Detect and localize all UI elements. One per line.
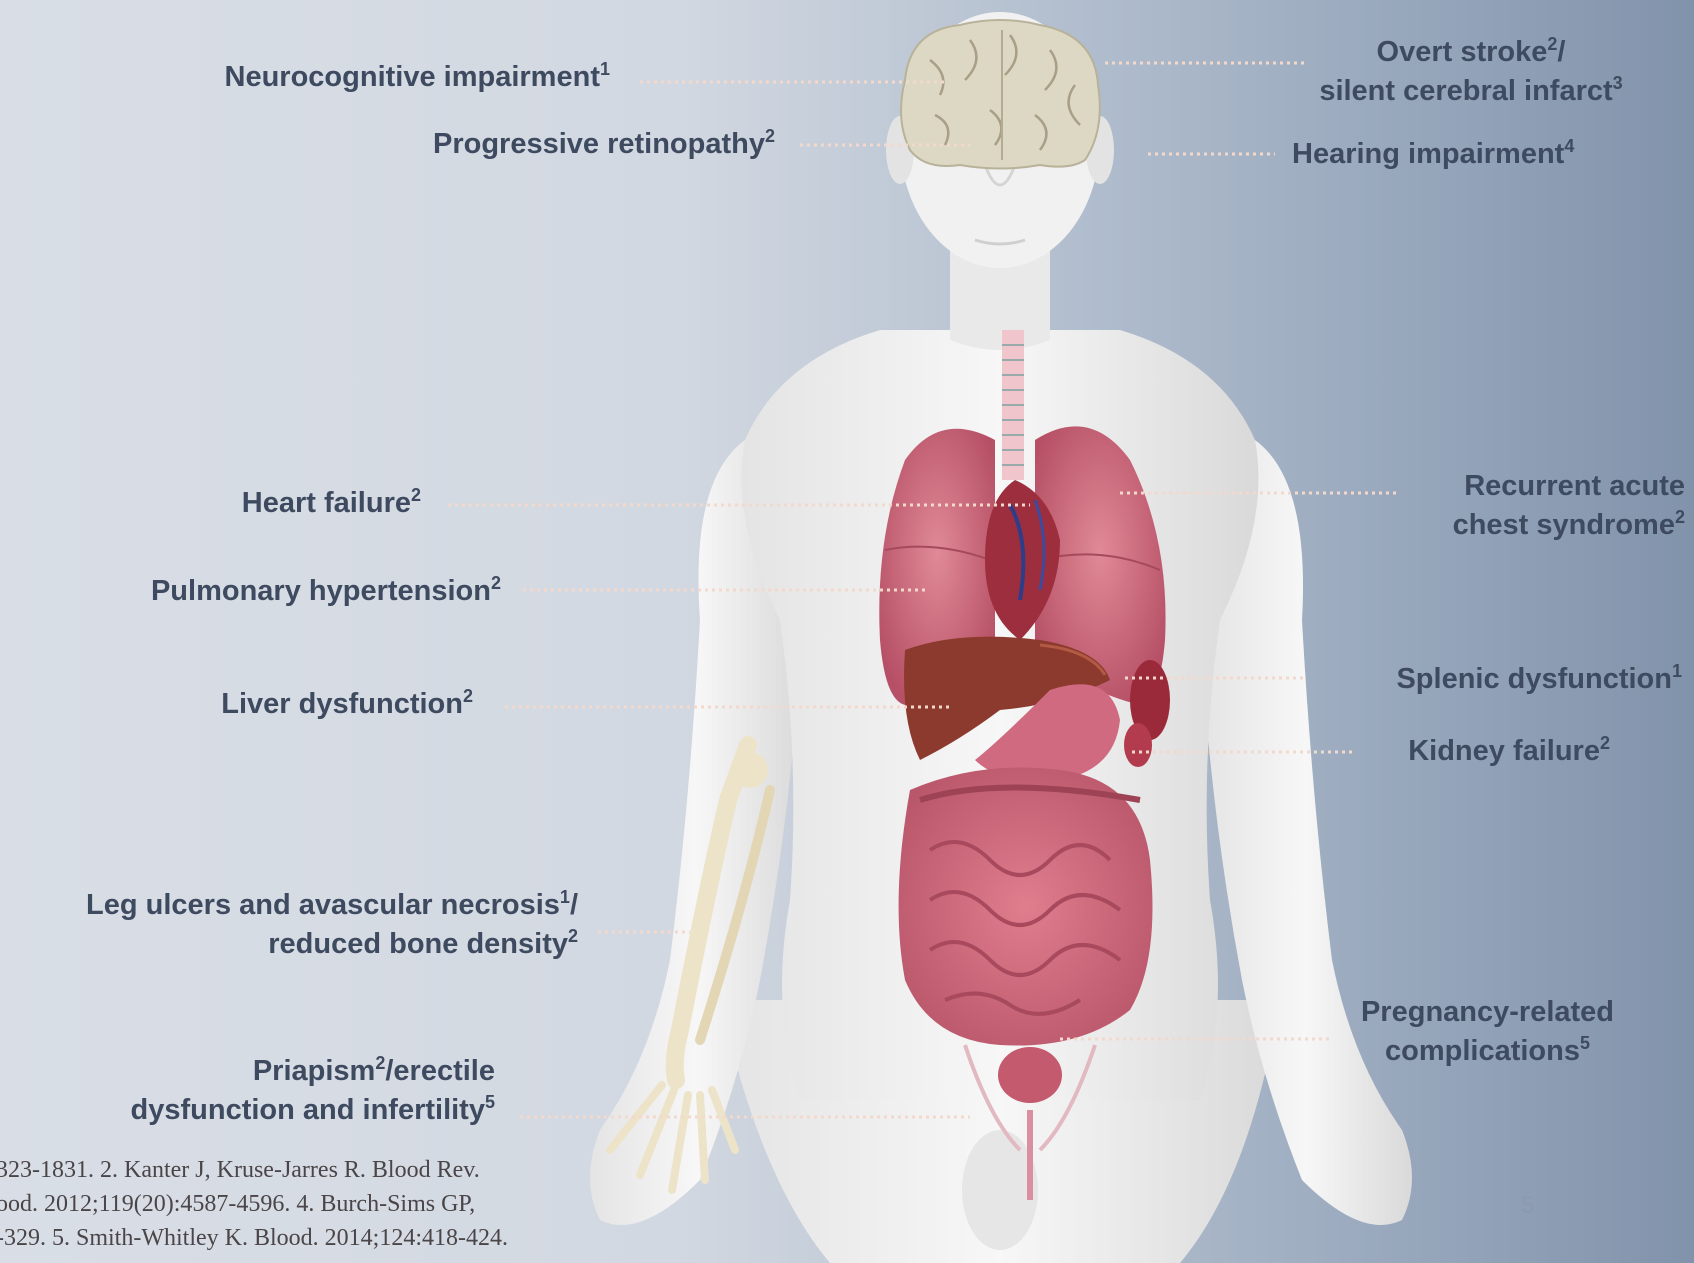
label-neurocognitive-impairment: Neurocognitive impairment1 <box>225 58 610 97</box>
label-progressive-retinopathy: Progressive retinopathy2 <box>433 125 775 164</box>
trachea-icon <box>1002 330 1024 480</box>
label-leg-ulcers: Leg ulcers and avascular necrosis1/ redu… <box>86 886 578 964</box>
label-overt-stroke: Overt stroke2/ silent cerebral infarct3 <box>1298 33 1644 111</box>
references: 323-1831. 2. Kanter J, Kruse-Jarres R. B… <box>0 1153 508 1255</box>
label-heart-failure: Heart failure2 <box>242 484 421 523</box>
kidney-icon <box>1124 723 1152 767</box>
label-hearing-impairment: Hearing impairment4 <box>1292 135 1574 174</box>
label-chest-syndrome: Recurrent acute chest syndrome2 <box>1453 467 1685 545</box>
reference-line: ood. 2012;119(20):4587-4596. 4. Burch-Si… <box>0 1187 508 1221</box>
label-priapism: Priapism2/erectile dysfunction and infer… <box>131 1052 495 1130</box>
reference-line: -329. 5. Smith-Whitley K. Blood. 2014;12… <box>0 1221 508 1255</box>
label-liver-dysfunction: Liver dysfunction2 <box>221 685 473 724</box>
page-number: 5 <box>1521 1192 1534 1220</box>
label-kidney-failure: Kidney failure2 <box>1408 732 1610 771</box>
label-pregnancy-complications: Pregnancy-related complications5 <box>1325 993 1650 1071</box>
reference-line: 323-1831. 2. Kanter J, Kruse-Jarres R. B… <box>0 1153 508 1187</box>
intestines-icon <box>899 768 1153 1046</box>
label-splenic-dysfunction: Splenic dysfunction1 <box>1396 660 1682 699</box>
brain-icon <box>901 20 1100 169</box>
label-pulmonary-hypertension: Pulmonary hypertension2 <box>151 572 501 611</box>
